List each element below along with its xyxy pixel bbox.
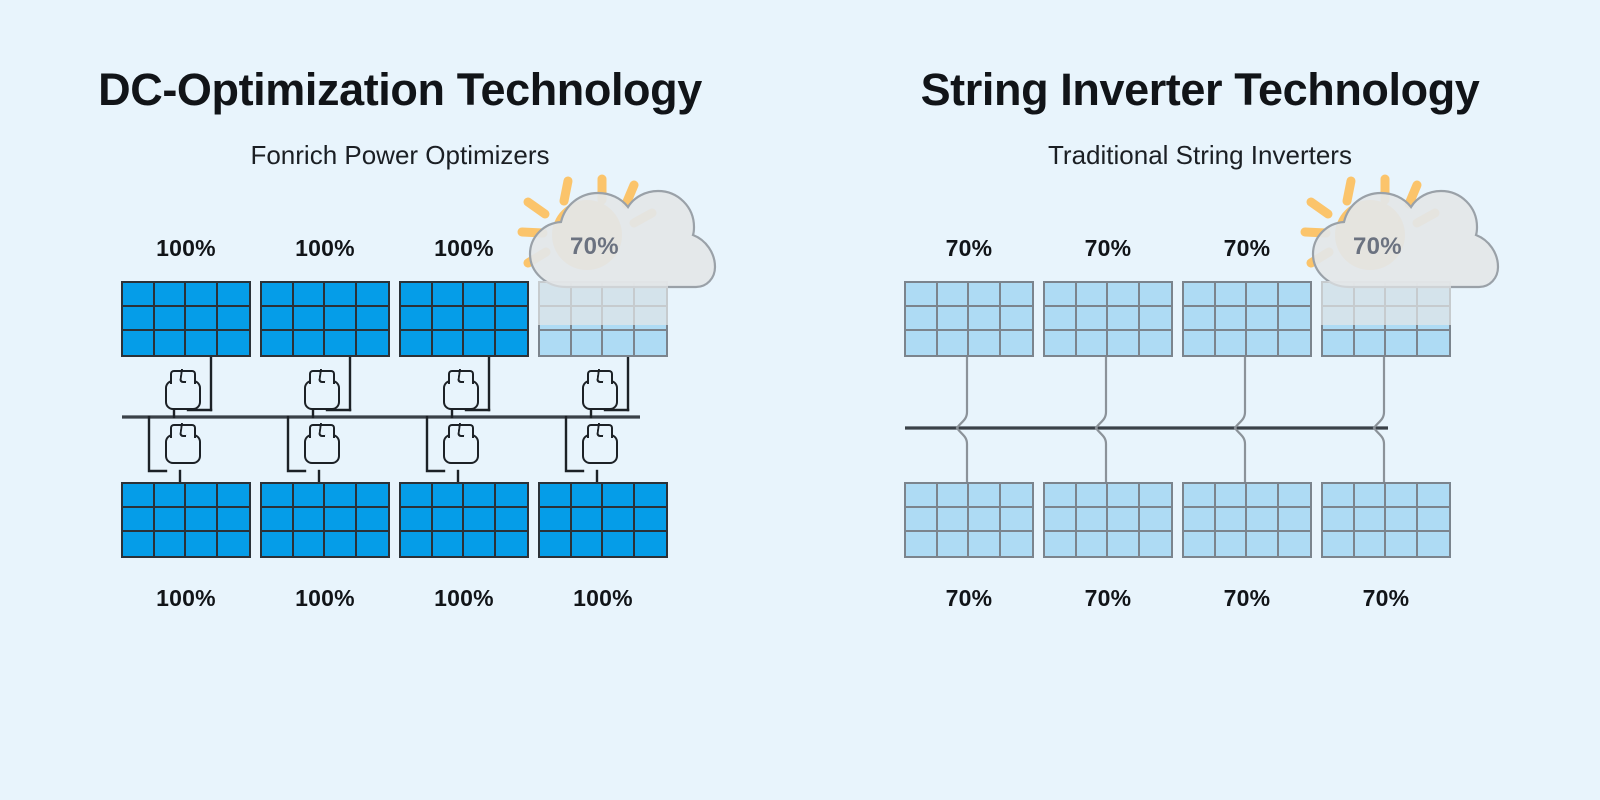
solar-panel-top-2 [1043, 281, 1173, 357]
solar-panel-bottom-2 [1043, 482, 1173, 558]
solar-panel-top-1 [121, 281, 251, 357]
solar-panel-bottom-1 [121, 482, 251, 558]
pct-bottom-4: 100% [573, 585, 633, 611]
power-optimizer-top-1 [163, 368, 203, 412]
solar-panel-bottom-3 [1182, 482, 1312, 558]
solar-panel-top-3 [1182, 281, 1312, 357]
page-title-left: DC-Optimization Technology [98, 64, 702, 115]
page-subtitle-left: Fonrich Power Optimizers [250, 140, 550, 170]
power-optimizer-bottom-3 [441, 422, 481, 466]
solar-panel-bottom-3 [399, 482, 529, 558]
solar-panel-top-3 [399, 281, 529, 357]
section-dc-optimization: DC-Optimization Technology Fonrich Power… [98, 64, 717, 611]
pct-top-3: 100% [434, 235, 494, 261]
power-optimizer-bottom-4 [580, 422, 620, 466]
solar-panel-top-4-shaded [538, 281, 668, 357]
pct-top-2: 100% [295, 235, 355, 261]
power-optimizer-top-4 [580, 368, 620, 412]
pct-bottom-2: 70% [1084, 585, 1132, 611]
page-subtitle-right: Traditional String Inverters [1048, 140, 1352, 170]
pct-top-3: 70% [1223, 235, 1271, 261]
wiring-left [122, 355, 640, 484]
cloud-pct-label-left: 70% [570, 233, 619, 260]
solar-panel-top-4-shaded [1321, 281, 1451, 357]
solar-panel-bottom-4 [538, 482, 668, 558]
solar-panel-bottom-1 [904, 482, 1034, 558]
page-title-right: String Inverter Technology [920, 64, 1480, 115]
section-string-inverter: String Inverter Technology Traditional S… [800, 0, 1600, 800]
pct-bottom-3: 70% [1223, 585, 1271, 611]
power-optimizer-bottom-2 [302, 422, 342, 466]
solar-panel-top-2 [260, 281, 390, 357]
power-optimizer-top-3 [441, 368, 481, 412]
pct-top-1: 100% [156, 235, 216, 261]
power-optimizer-top-2 [302, 368, 342, 412]
solar-panel-bottom-2 [260, 482, 390, 558]
power-optimizer-bottom-1 [163, 422, 203, 466]
pct-bottom-2: 100% [295, 585, 355, 611]
pct-bottom-1: 70% [945, 585, 993, 611]
pct-bottom-1: 100% [156, 585, 216, 611]
pct-bottom-3: 100% [434, 585, 494, 611]
pct-top-2: 70% [1084, 235, 1132, 261]
pct-top-1: 70% [945, 235, 993, 261]
solar-panel-bottom-4 [1321, 482, 1451, 558]
pct-bottom-4: 70% [1362, 585, 1410, 611]
solar-panel-top-1 [904, 281, 1034, 357]
wiring-right [905, 357, 1388, 482]
cloud-pct-label-right: 70% [1353, 233, 1402, 260]
